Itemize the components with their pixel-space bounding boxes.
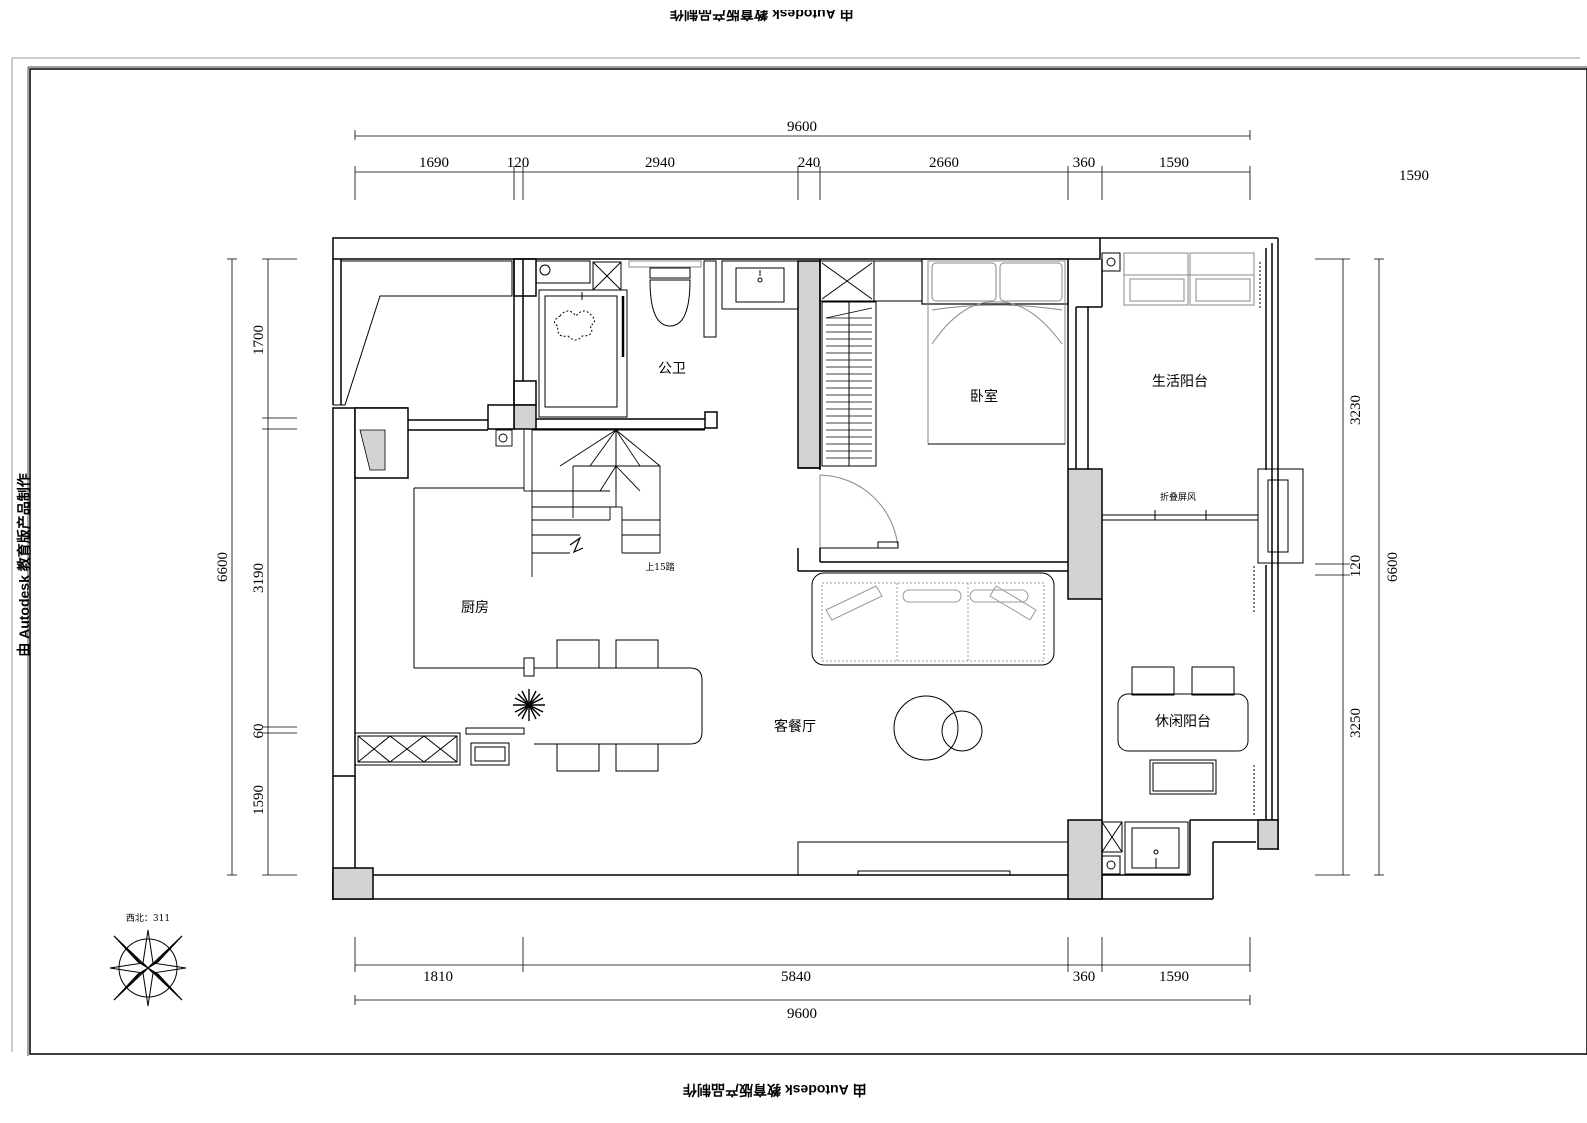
dim-left-2: 3190 [251,563,267,593]
room-label-living-dining: 客餐厅 [774,718,816,735]
dim-right-1: 3230 [1348,395,1364,425]
leisure-balcony [1101,566,1255,875]
dimension-bottom [354,937,1251,1005]
room-label-public-bath: 公卫 [658,361,686,377]
folding-screen-label: 折叠屏风 [1160,491,1196,503]
dim-right-total: 6600 [1385,552,1401,582]
dim-left-1: 1700 [251,325,267,355]
dim-right-2: 120 [1348,555,1364,578]
watermark-top: 由 Autodesk 教育版产品制作 [670,10,854,22]
dimension-right [1315,258,1384,876]
dim-right-3: 3250 [1348,708,1364,738]
dimension-left [227,258,297,876]
hanger-rail [825,307,873,319]
compass-rose [109,929,187,1007]
dim-bottom-3: 360 [1073,969,1096,985]
void-area [333,260,513,406]
dim-bottom-2: 5840 [781,969,811,985]
dim-left-3: 60 [251,724,267,739]
dim-bottom-total: 9600 [787,1006,817,1022]
dim-bottom-1: 1810 [423,969,453,985]
dim-left-total: 6600 [215,552,231,582]
staircase [495,429,705,577]
living-room [797,572,1069,876]
kitchen [354,487,703,772]
dimension-top [354,130,1251,200]
dim-left-4: 1590 [251,785,267,815]
watermark-bottom: 由 Autodesk 教育版产品制作 [683,1082,867,1098]
compass-label: 西北：311 [126,913,170,924]
sheet-frame [11,57,1587,1056]
room-label-utility-balcony: 生活阳台 [1152,374,1208,390]
dim-top-4: 240 [798,155,821,171]
dim-top-3: 2940 [645,155,675,171]
stairs-label: 上15踏 [645,561,674,573]
room-label-kitchen: 厨房 [461,600,489,616]
watermark-left: 由 Autodesk 教育版产品制作 [16,473,32,657]
dim-top-2: 120 [507,155,530,171]
dim-top-total: 9600 [787,119,817,135]
dim-top-1: 1690 [419,155,449,171]
utility-balcony [1101,252,1304,564]
dim-top-outer-right: 1590 [1399,168,1429,184]
dim-top-6: 360 [1073,155,1096,171]
walls [332,237,1279,900]
public-bathroom [535,260,799,418]
room-label-bedroom: 卧室 [970,388,998,405]
dim-top-7: 1590 [1159,155,1189,171]
room-label-leisure-balcony: 休闲阳台 [1155,714,1211,730]
bedroom [819,260,1066,549]
dim-top-5: 2660 [929,155,959,171]
dim-bottom-4: 1590 [1159,969,1189,985]
